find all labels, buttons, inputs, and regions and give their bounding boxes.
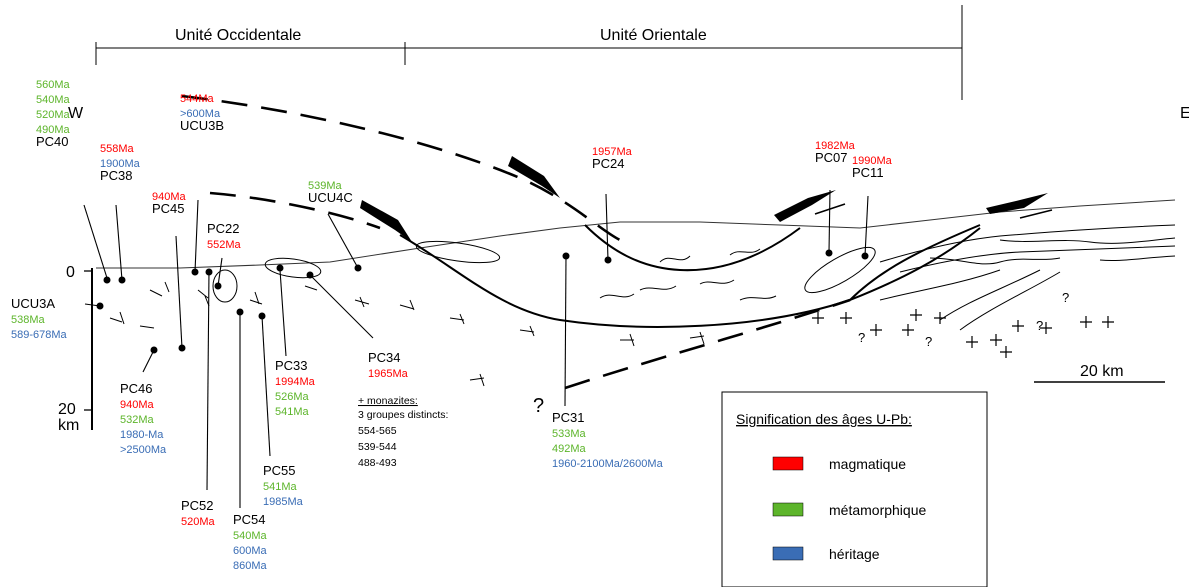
sample-leaders <box>83 189 869 508</box>
sample-age-pc52: 520Ma <box>181 516 216 528</box>
sample-age-pc45: 940Ma <box>152 191 187 203</box>
sample-age-pc38: 1900Ma <box>100 158 141 170</box>
sample-age-pc31: 1960-2100Ma/2600Ma <box>552 458 664 470</box>
legend-swatch-inheritance <box>772 546 804 561</box>
sample-age-pc40: 560Ma <box>36 79 71 91</box>
sample-age-pc46: >2500Ma <box>120 444 167 456</box>
sample-name-pc11: PC11 <box>852 165 884 180</box>
sample-name-ucu3a: UCU3A <box>11 296 55 311</box>
foliation-marks <box>109 240 876 387</box>
sample-name-pc52: PC52 <box>181 498 214 513</box>
sample-age-pc31: 533Ma <box>552 428 587 440</box>
sample-age-pc55: 1985Ma <box>263 496 304 508</box>
sample-age-ucu4c: 539Ma <box>308 180 343 192</box>
sample-age-pc55: 541Ma <box>263 481 298 493</box>
sample-name-pc40: PC40 <box>36 134 69 149</box>
sample-age-pc54: 600Ma <box>233 545 268 557</box>
question-mark: ? <box>1036 318 1043 333</box>
granite-crosses <box>812 309 1114 358</box>
sample-age-ucu3a: 538Ma <box>11 314 46 326</box>
legend-label-metamorphic: métamorphique <box>829 502 926 518</box>
sample-name-pc22: PC22 <box>207 221 240 236</box>
scale-bar: 20 km <box>1034 363 1165 383</box>
depth-axis <box>84 268 93 430</box>
sample-age-pc46: 1980-Ma <box>120 429 164 441</box>
depth-20-label: 20 <box>58 401 76 418</box>
depth-zero-label: 0 <box>66 264 75 281</box>
west-direction: W <box>68 105 84 122</box>
sample-age-pc54: 540Ma <box>233 530 268 542</box>
legend: Signification des âges U-Pb: magmatique … <box>721 391 988 587</box>
sample-age-pc46: 532Ma <box>120 414 155 426</box>
legend-label-inheritance: héritage <box>829 546 880 562</box>
sample-name-pc07: PC07 <box>815 150 848 165</box>
sample-age-pc24: 1957Ma <box>592 146 633 158</box>
question-mark: ? <box>858 330 865 345</box>
sample-age-pc31: 492Ma <box>552 443 587 455</box>
question-mark: ? <box>533 395 544 417</box>
nappe-structures <box>879 224 1176 331</box>
sample-age-pc22: 552Ma <box>207 239 242 251</box>
surface-profile <box>96 199 1176 269</box>
sample-name-pc24: PC24 <box>592 156 625 171</box>
dashed-thrusts <box>181 94 851 390</box>
question-mark: ? <box>925 334 932 349</box>
question-mark: ? <box>1062 290 1069 305</box>
monazites-group: 488-493 <box>358 457 397 469</box>
monazites-note: + monazites: 3 groupes distincts: 554-56… <box>358 395 448 469</box>
sample-name-pc55: PC55 <box>263 463 296 478</box>
sample-dots <box>96 249 869 354</box>
depth-unit-label: km <box>58 417 79 434</box>
sample-name-pc31: PC31 <box>552 410 585 425</box>
sample-age-pc40: 490Ma <box>36 124 71 136</box>
sample-name-ucu4c: UCU4C <box>308 190 353 205</box>
unit-west-label: Unité Occidentale <box>175 27 301 44</box>
scale-bar-label: 20 km <box>1080 363 1124 380</box>
sample-name-pc54: PC54 <box>233 512 266 527</box>
legend-label-magmatic: magmatique <box>829 456 906 472</box>
sample-age-ucu3a: 589-678Ma <box>11 329 68 341</box>
monazites-title: + monazites: <box>358 395 418 407</box>
monazites-group: 554-565 <box>358 425 397 437</box>
sample-age-pc46: 940Ma <box>120 399 155 411</box>
sample-age-pc54: 860Ma <box>233 560 268 572</box>
sample-name-pc45: PC45 <box>152 201 185 216</box>
sample-name-pc34: PC34 <box>368 350 401 365</box>
sample-name-ucu3b: UCU3B <box>180 118 224 133</box>
sample-age-ucu3b: >600Ma <box>180 108 221 120</box>
monazites-group: 539-544 <box>358 441 397 453</box>
sample-age-pc33: 1994Ma <box>275 376 316 388</box>
sample-name-pc38: PC38 <box>100 168 133 183</box>
sample-age-pc34: 1965Ma <box>368 368 409 380</box>
legend-swatch-metamorphic <box>772 502 804 517</box>
thrust-arrows <box>360 156 1048 242</box>
sample-age-pc33: 541Ma <box>275 406 310 418</box>
legend-title: Signification des âges U-Pb: <box>736 411 912 427</box>
solid-faults <box>399 224 981 328</box>
unit-east-label: Unité Orientale <box>600 27 707 44</box>
monazites-subtitle: 3 groupes distincts: <box>358 409 448 421</box>
sample-age-pc11: 1990Ma <box>852 155 893 167</box>
sample-name-pc33: PC33 <box>275 358 308 373</box>
unit-bracket <box>95 5 963 100</box>
sample-age-pc07: 1982Ma <box>815 140 856 152</box>
legend-swatch-magmatic <box>772 456 804 471</box>
sample-age-pc40: 520Ma <box>36 109 71 121</box>
sample-age-ucu3b: 544Ma <box>180 93 215 105</box>
sample-name-pc46: PC46 <box>120 381 153 396</box>
sample-age-pc33: 526Ma <box>275 391 310 403</box>
east-direction: E <box>1180 105 1189 122</box>
sample-age-pc40: 540Ma <box>36 94 71 106</box>
sample-age-pc38: 558Ma <box>100 143 135 155</box>
